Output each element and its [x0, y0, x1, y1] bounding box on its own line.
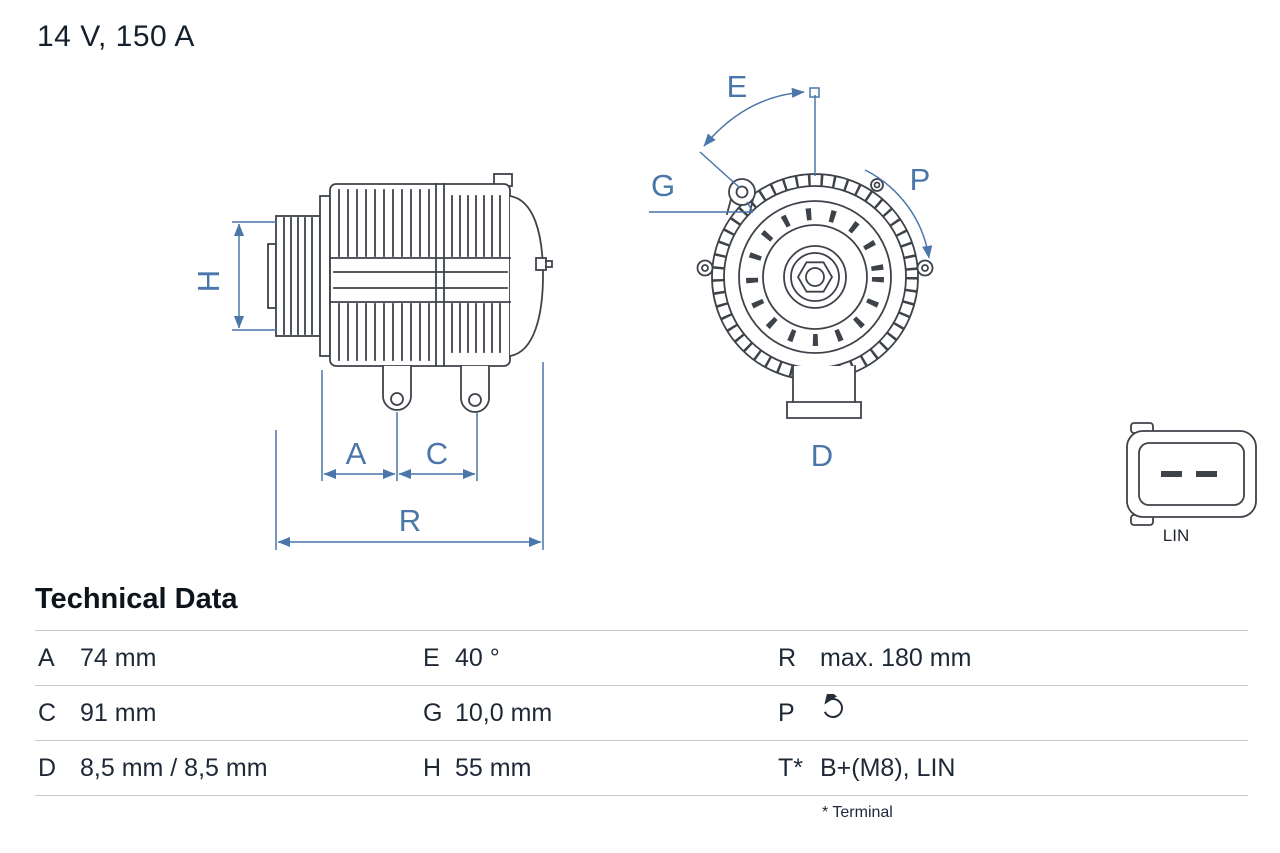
mounting-ear-left	[696, 259, 714, 277]
connector-label: LIN	[1163, 526, 1189, 545]
mounting-tab	[725, 178, 756, 216]
spec-value: 8,5 mm / 8,5 mm	[80, 753, 268, 782]
dimension-c-label: C	[426, 436, 448, 471]
dimension-r-label: R	[399, 503, 421, 538]
alternator-side-view	[267, 173, 553, 413]
dimension-g: G	[649, 168, 754, 213]
spec-key: T*	[778, 753, 803, 782]
lin-connector: LIN	[1126, 422, 1257, 545]
spec-key: G	[423, 698, 443, 727]
spec-key: P	[778, 698, 795, 727]
rotation-direction-icon	[820, 690, 847, 728]
spec-value: 91 mm	[80, 698, 157, 727]
dimension-e-label: E	[727, 69, 748, 104]
dimension-p: P	[864, 162, 933, 259]
connector-pin	[1196, 471, 1217, 477]
dimension-a-label: A	[346, 436, 367, 471]
spec-value: max. 180 mm	[820, 643, 972, 672]
dimension-p-label: P	[910, 162, 931, 197]
spec-key: R	[778, 643, 797, 672]
dimension-a: A	[321, 370, 398, 481]
technical-data-table: A 74 mm E 40 ° R max. 180 mm C 91 mm G 1…	[35, 630, 1248, 796]
dimension-e: E	[699, 69, 820, 189]
table-row: A 74 mm E 40 ° R max. 180 mm	[35, 631, 1248, 686]
spec-value: 55 mm	[455, 753, 532, 782]
section-title: Technical Data	[35, 583, 238, 615]
terminal-footnote: * Terminal	[822, 804, 893, 821]
spec-value: B+(M8), LIN	[820, 753, 956, 782]
dimension-c: C	[398, 412, 478, 481]
spec-value: 40 °	[455, 643, 500, 672]
voltage-current-rating: 14 V, 150 A	[37, 20, 195, 53]
dimension-d: D	[811, 438, 833, 473]
spec-key: H	[423, 753, 442, 782]
table-row: C 91 mm G 10,0 mm P	[35, 686, 1248, 741]
dimension-h: H	[191, 221, 276, 331]
housing	[319, 173, 553, 367]
mounting-ear-right	[916, 259, 934, 277]
dimension-d-label: D	[811, 438, 833, 473]
mounting-foot	[786, 365, 862, 419]
alternator-rear-view	[696, 173, 934, 419]
technical-data-section: Technical Data A 74 mm E 40 ° R max. 180…	[35, 583, 1248, 822]
spec-key: A	[38, 643, 55, 672]
spec-key: C	[38, 698, 57, 727]
spec-key: D	[38, 753, 57, 782]
mounting-lugs	[382, 365, 490, 413]
pulley	[267, 215, 321, 337]
spec-value	[820, 690, 1248, 728]
mounting-ear-top	[870, 178, 884, 192]
connector-pin	[1161, 471, 1182, 477]
shaft-nut	[796, 261, 834, 293]
dimension-g-label: G	[651, 168, 675, 203]
dimension-r: R	[275, 362, 544, 550]
technical-drawing: H A C R	[191, 69, 1257, 550]
dimension-h-label: H	[191, 270, 226, 292]
spec-value: 74 mm	[80, 643, 157, 672]
spec-value: 10,0 mm	[455, 698, 553, 727]
table-row: D 8,5 mm / 8,5 mm H 55 mm T* B+(M8), LIN	[35, 741, 1248, 796]
spec-key: E	[423, 643, 440, 672]
